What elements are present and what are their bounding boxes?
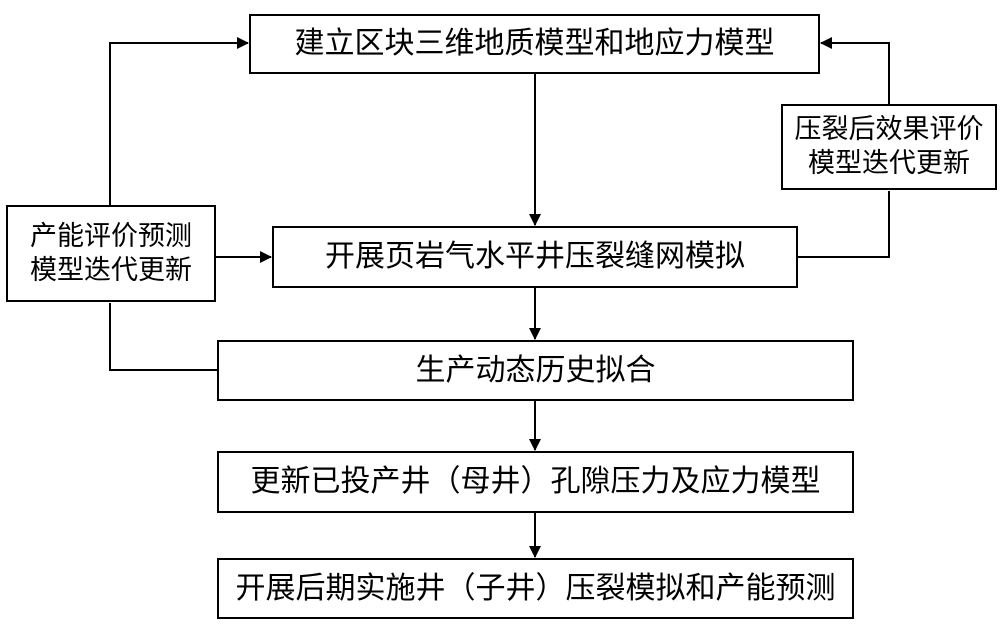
step-label: 建立区块三维地质模型和地应力模型 <box>294 26 775 61</box>
step-geological-stress-model: 建立区块三维地质模型和地应力模型 <box>249 14 820 74</box>
arrow-history-match-to-left-box <box>109 303 217 371</box>
step-label: 生产动态历史拟合 <box>415 352 656 388</box>
step-update-parent-well-model: 更新已投产井（母井）孔隙压力及应力模型 <box>217 451 854 513</box>
arrow-step2-to-right-box <box>798 191 890 258</box>
loop-post-frac-evaluation-update: 压裂后效果评价 模型迭代更新 <box>781 104 997 190</box>
arrow-right-box-to-step1 <box>820 37 890 104</box>
step-fracture-network-simulation: 开展页岩气水平井压裂缝网模拟 <box>272 226 798 288</box>
loop-label-line2: 模型迭代更新 <box>30 254 192 286</box>
step-label: 开展后期实施井（子井）压裂模拟和产能预测 <box>235 570 836 606</box>
loop-label-line2: 模型迭代更新 <box>808 148 970 179</box>
step-history-matching: 生产动态历史拟合 <box>217 340 854 401</box>
arrow-left-box-to-step1 <box>109 37 249 205</box>
step-label: 更新已投产井（母井）孔隙压力及应力模型 <box>250 464 821 499</box>
step-label: 开展页岩气水平井压裂缝网模拟 <box>325 239 745 274</box>
loop-label-line1: 产能评价预测 <box>30 220 192 252</box>
loop-label-line1: 压裂后效果评价 <box>794 114 984 146</box>
step-child-well-simulation: 开展后期实施井（子井）压裂模拟和产能预测 <box>217 558 854 619</box>
loop-productivity-model-update: 产能评价预测 模型迭代更新 <box>6 205 216 302</box>
